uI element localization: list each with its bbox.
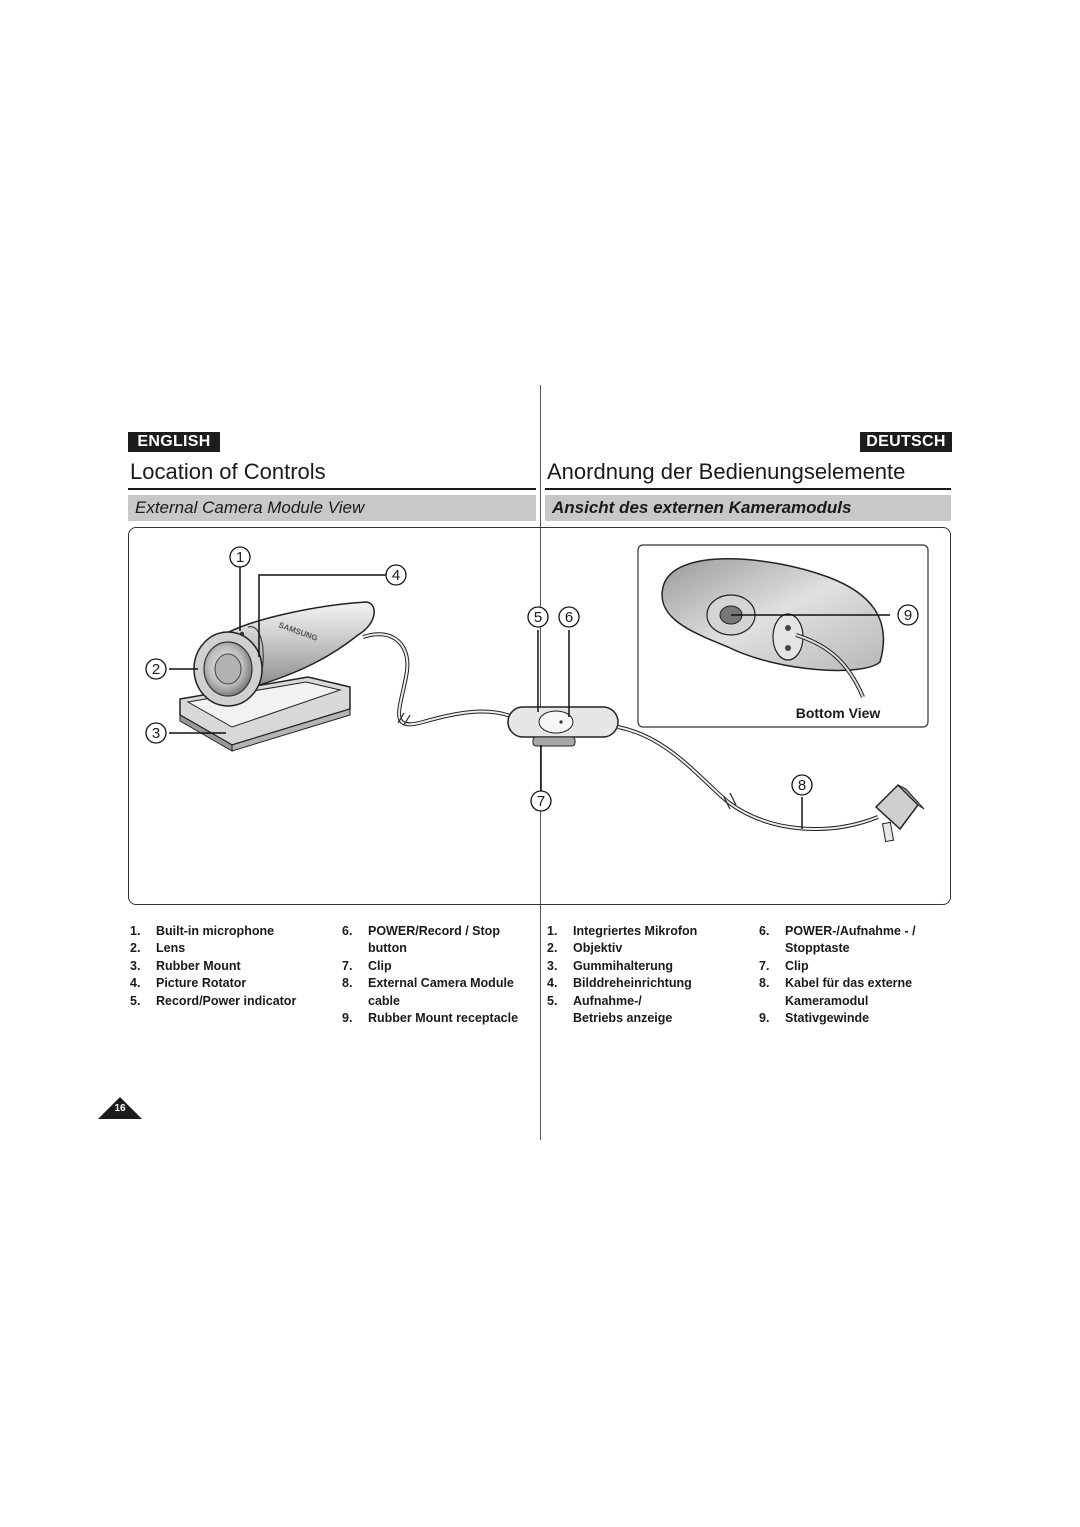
callout-leaders — [169, 567, 803, 829]
list-item: 3.Gummihalterung — [547, 958, 674, 973]
list-item: 4.Bilddreheinrichtung — [547, 976, 692, 991]
callout-9 — [897, 604, 919, 626]
list-item: 9.Stativgewinde — [759, 1011, 870, 1026]
list-item: 8.Kabel für das externe Kameramodul — [759, 976, 913, 1008]
page-number: 16 — [98, 1097, 142, 1119]
list-item: 7.Clip — [759, 958, 809, 973]
list-item: 9.Rubber Mount receptacle — [342, 1011, 519, 1026]
page-title-english: Location of Controls — [130, 459, 326, 484]
list-item: 8.External Camera Module cable — [342, 976, 514, 1008]
list-item: 2.Lens — [130, 941, 186, 956]
language-badge-english: ENGLISH — [128, 432, 220, 452]
heading-rule-deutsch — [545, 488, 951, 490]
callout-8-label: 8 — [798, 777, 806, 794]
bottom-view-label: Bottom View — [796, 705, 881, 721]
callout-1-label: 1 — [236, 549, 244, 566]
list-item: 6.POWER-/Aufnahme - / Stopptaste — [759, 924, 916, 956]
camera-body: SAMSUNG — [193, 601, 375, 707]
section-title-deutsch: Ansicht des externen Kameramoduls — [545, 495, 951, 521]
callout-7 — [530, 790, 552, 812]
callout-4 — [385, 564, 407, 586]
callout-3 — [145, 722, 167, 744]
list-item: 1.Built-in microphone — [130, 924, 275, 938]
cable-plug — [874, 783, 925, 843]
list-item: 5.Aufnahme-/ Betriebs anzeige — [547, 993, 673, 1026]
section-title-english: External Camera Module View — [128, 495, 536, 521]
list-item: 5.Record/Power indicator — [130, 993, 297, 1008]
callout-8 — [791, 774, 813, 796]
list-item: 2.Objektiv — [547, 941, 623, 956]
callout-9-label: 9 — [904, 607, 912, 624]
callout-1 — [229, 546, 251, 568]
list-item: 1.Integriertes Mikrofon — [547, 924, 698, 938]
list-item: 7.Clip — [342, 958, 392, 973]
callout-2-label: 2 — [152, 661, 160, 678]
callout-3-label: 3 — [152, 725, 160, 742]
parts-list-deutsch-col1: 1.Integriertes Mikrofon 2.Objektiv 3.Gum… — [547, 923, 747, 1027]
parts-list-english-col2: 6.POWER/Record / Stop button 7.Clip 8.Ex… — [342, 923, 537, 1027]
list-item: 4.Picture Rotator — [130, 976, 247, 991]
parts-list-english-col1: 1.Built-in microphone 2.Lens 3.Rubber Mo… — [130, 923, 330, 1010]
callout-4-label: 4 — [392, 567, 400, 584]
parts-list-deutsch-col2: 6.POWER-/Aufnahme - / Stopptaste 7.Clip … — [759, 923, 959, 1027]
heading-rule-english — [128, 488, 536, 490]
camera-module-illustration: SAMSUNG Bottom View — [145, 544, 929, 843]
page-title-deutsch: Anordnung der Bedienungselemente — [547, 459, 906, 484]
power-record-controller — [507, 706, 619, 747]
callout-6 — [558, 606, 580, 628]
callout-6-label: 6 — [565, 609, 573, 626]
bottom-view-inset: Bottom View — [637, 544, 929, 728]
language-badge-deutsch: DEUTSCH — [860, 432, 952, 452]
callout-7-label: 7 — [537, 793, 545, 810]
figure-frame — [128, 527, 951, 905]
callout-2 — [145, 658, 167, 680]
page-tab-shape-icon — [98, 1097, 142, 1119]
callout-5 — [527, 606, 549, 628]
list-item: 3.Rubber Mount — [130, 958, 241, 973]
callout-5-label: 5 — [534, 609, 542, 626]
page-number-label: 16 — [114, 1103, 126, 1114]
list-item: 6.POWER/Record / Stop button — [342, 924, 500, 956]
